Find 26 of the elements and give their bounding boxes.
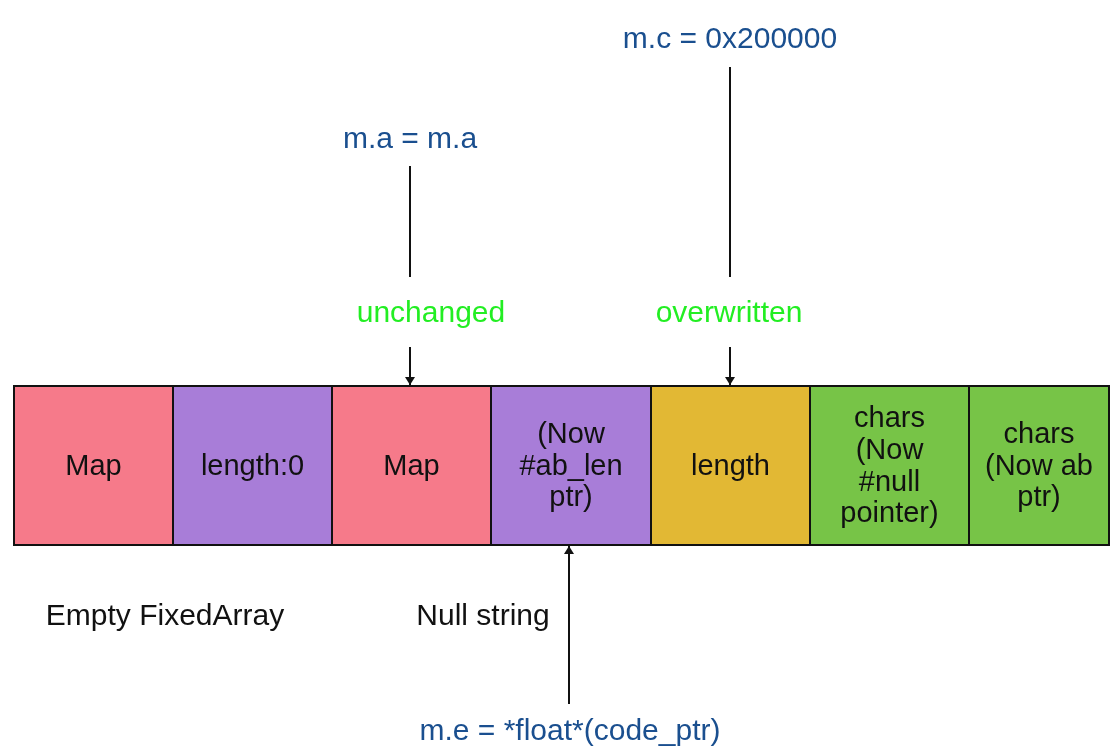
code-annotation: m.c = 0x200000 (622, 20, 838, 55)
region-label: Null string (416, 598, 550, 632)
memory-cell (650, 385, 811, 546)
cell-text: Map (65, 449, 122, 482)
code-annotation: m.a = m.a (342, 121, 478, 155)
connector-line (729, 66, 731, 278)
region-label: Empty FixedArray (45, 598, 285, 632)
connector-line (409, 165, 411, 278)
arrow (725, 346, 735, 386)
memory-cell (331, 385, 492, 546)
arrow (405, 346, 415, 386)
cell-text: length:0 (200, 449, 305, 482)
cell-text: Map (383, 449, 440, 482)
status-label: overwritten (655, 295, 803, 329)
memory-cell (968, 385, 1110, 546)
memory-cell (490, 385, 652, 546)
status-label: unchanged (356, 295, 506, 329)
cell-text: chars (Now #null pointer) (839, 401, 940, 530)
cell-text: length (691, 449, 770, 482)
cell-text: chars (Now ab ptr) (984, 417, 1094, 514)
memory-cell (13, 385, 174, 546)
memory-cell (172, 385, 333, 546)
cell-text: (Now #ab_len ptr) (518, 417, 624, 514)
code-annotation: m.e = *float*(code_ptr) (419, 713, 721, 747)
memory-cell (809, 385, 970, 546)
arrow (564, 545, 574, 705)
